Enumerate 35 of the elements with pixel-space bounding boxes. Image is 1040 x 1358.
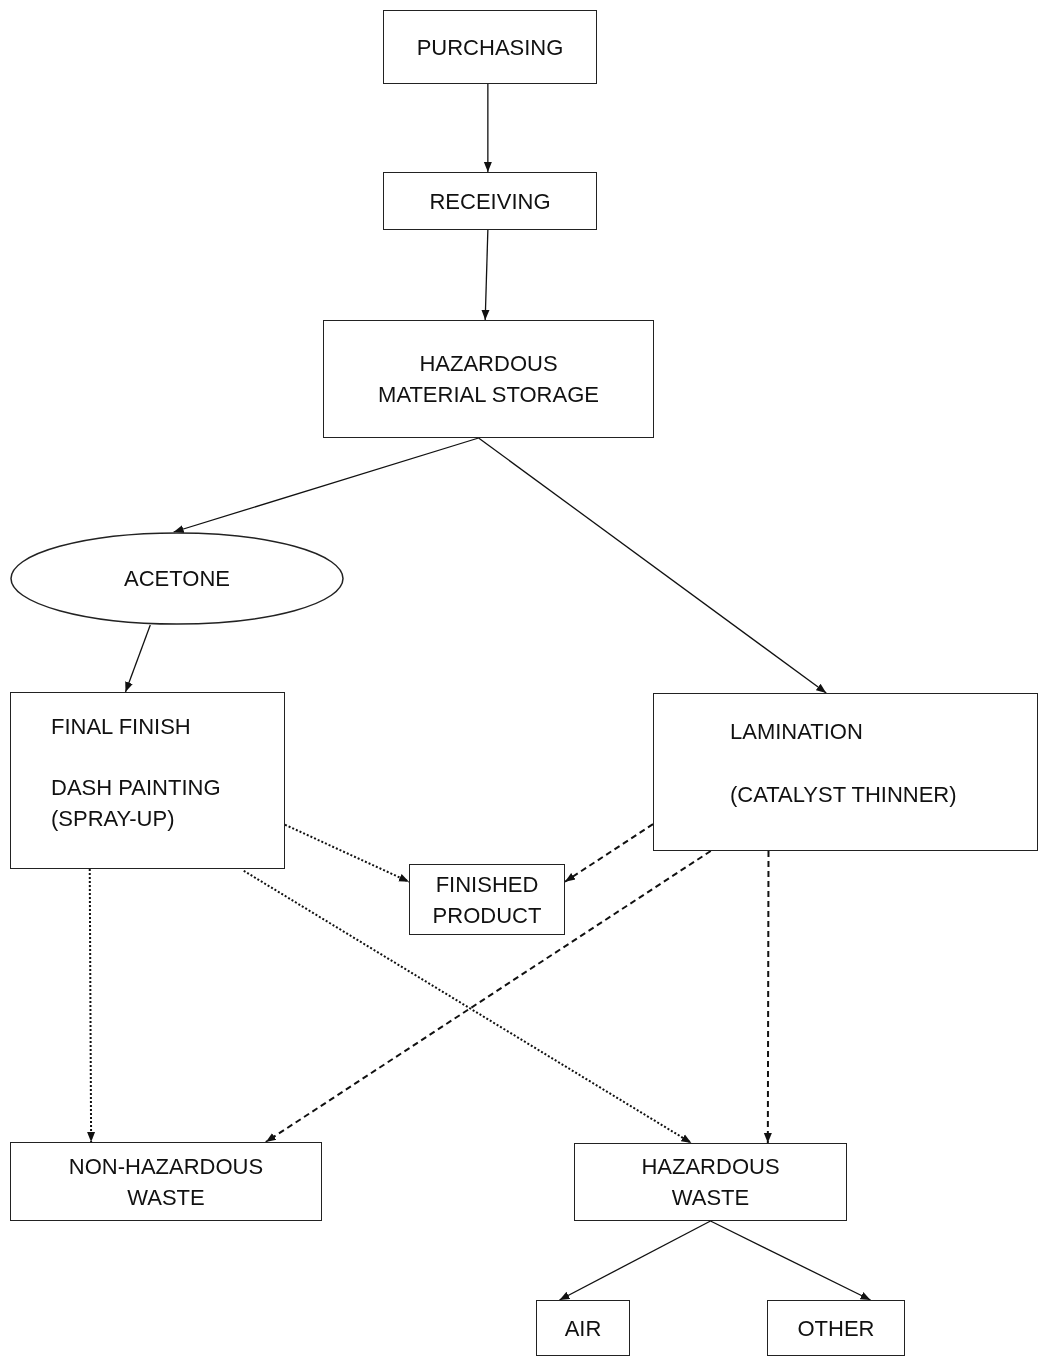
- arrow: [477, 437, 827, 694]
- process-box: [536, 1300, 630, 1356]
- process-box: [409, 864, 565, 935]
- arrow: [709, 1220, 872, 1301]
- arrow: [558, 1220, 712, 1301]
- arrow: [124, 624, 151, 693]
- arrow: [481, 229, 490, 321]
- process-box: [653, 693, 1038, 851]
- node-label: FINAL FINISH: [51, 713, 192, 741]
- arrow: [564, 823, 654, 883]
- node-label: HAZARDOUS WASTE: [640, 1153, 781, 1212]
- process-box: [10, 692, 285, 869]
- arrow: [763, 850, 772, 1144]
- node-label: OTHER: [797, 1314, 875, 1343]
- node-label: NON-HAZARDOUS WASTE: [67, 1152, 265, 1212]
- node-label: RECEIVING: [429, 187, 551, 216]
- node-label: ACETONE: [124, 565, 230, 593]
- process-box: [323, 320, 654, 438]
- node-label: FINISHED PRODUCT: [431, 870, 543, 930]
- process-box: [383, 172, 597, 230]
- node-label: LAMINATION: [730, 718, 864, 746]
- process-box: [10, 1142, 322, 1221]
- arrow: [284, 823, 410, 883]
- process-box: [767, 1300, 905, 1356]
- arrow: [483, 83, 492, 173]
- node-label: (CATALYST THINNER): [730, 781, 958, 809]
- arrow: [87, 868, 96, 1143]
- node-label: PURCHASING: [416, 33, 564, 62]
- process-box: [574, 1143, 847, 1221]
- terminal-ellipse: [10, 532, 344, 625]
- node-label: HAZARDOUS MATERIAL STORAGE: [377, 350, 600, 409]
- arrow: [173, 437, 480, 533]
- node-label: DASH PAINTING (SPRAY-UP): [51, 774, 222, 833]
- process-box: [383, 10, 597, 84]
- node-label: AIR: [564, 1314, 602, 1343]
